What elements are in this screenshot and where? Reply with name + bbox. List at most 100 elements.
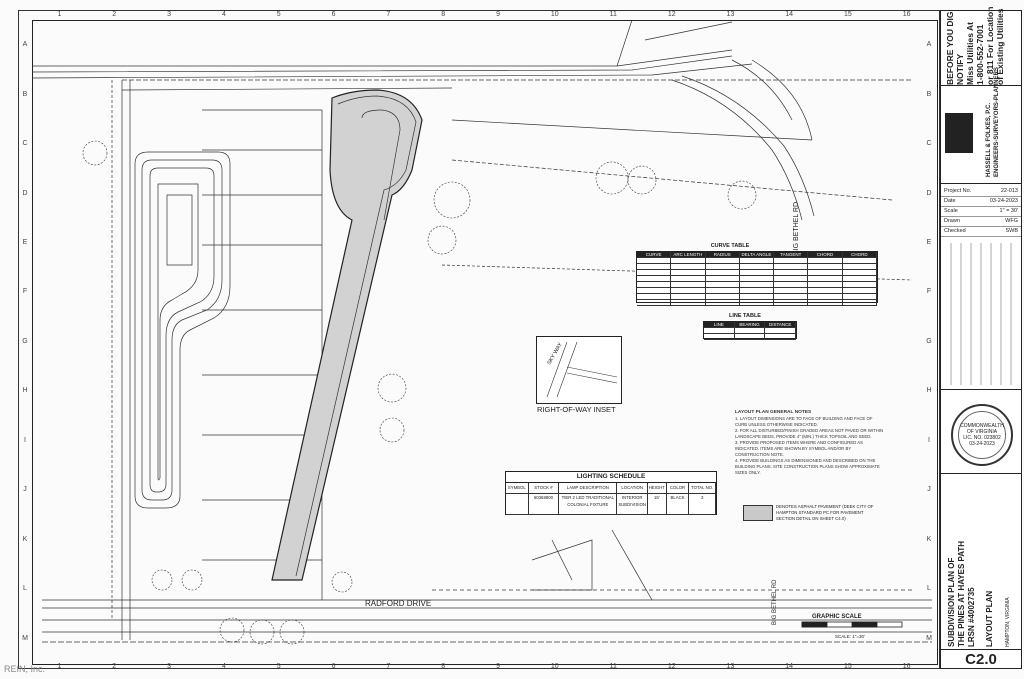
- meta-key: Date: [944, 198, 956, 204]
- column-number: 4: [221, 11, 226, 18]
- meta-value: 1" = 30': [999, 208, 1018, 214]
- meta-value: WFG: [1005, 218, 1018, 224]
- graphic-scale-text: SCALE: 1"=30': [835, 634, 865, 639]
- line-table-header-cell: DISTANCE: [765, 322, 797, 327]
- curve-table-cell: [808, 300, 843, 305]
- meta-row: Drawn WFG: [941, 217, 1021, 227]
- curve-table-cell: [706, 288, 740, 293]
- curve-table-row: [637, 258, 877, 264]
- plan-title-line: THE PINES AT HAYES PATH: [957, 540, 966, 647]
- curve-table-cell: [808, 270, 843, 275]
- curve-table-cell: [843, 270, 877, 275]
- big-bethel-rd-bottom-label: BIG BETHEL RD: [772, 579, 778, 625]
- curve-table-row: [637, 264, 877, 270]
- curve-table-row: [637, 276, 877, 282]
- row-letter: J: [23, 486, 27, 494]
- curve-table-cell: [808, 258, 843, 263]
- curve-table-cell: [706, 276, 740, 281]
- curve-table-cell: [706, 270, 740, 275]
- row-letter: C: [22, 140, 28, 148]
- curve-table-cell: [774, 282, 809, 287]
- firm-cell: HASSELL & FOLKES, P.C.ENGINEERS-SURVEYOR…: [941, 67, 1021, 184]
- row-letter: J: [927, 486, 931, 494]
- curve-table-cell: [740, 270, 775, 275]
- curve-table-cell: [740, 282, 775, 287]
- firm-logo: [945, 113, 973, 153]
- line-table-header-cell: BEARING: [735, 322, 766, 327]
- lighting-cell: INTERIOR SUBDIVISION: [617, 494, 648, 514]
- column-number: 1: [57, 663, 62, 670]
- seal-line: 03-24-2023: [969, 441, 995, 447]
- lighting-header-cell: COLOR: [667, 483, 690, 493]
- plan-title-line: LRSN #4002735: [967, 587, 976, 647]
- curve-table-cell: [740, 264, 775, 269]
- row-letter: B: [22, 90, 28, 98]
- column-number: 8: [441, 663, 446, 670]
- row-letter: E: [926, 239, 932, 247]
- curve-table-header-cell: CHORD BEARING: [843, 252, 877, 257]
- right-of-way-inset: SKY WAY: [536, 336, 622, 404]
- column-number: 12: [667, 663, 676, 670]
- column-number: 14: [785, 11, 794, 18]
- row-letter: M: [22, 634, 28, 642]
- miss-utility-line: Miss Utilities At: [965, 22, 975, 85]
- plan-title-line: SUBDIVISION PLAN OF: [947, 557, 956, 647]
- revisions-grid: [950, 243, 1012, 385]
- curve-table-cell: [637, 300, 672, 305]
- curve-table-cell: [774, 300, 809, 305]
- curve-table-cell: [774, 258, 809, 263]
- curve-table-cell: [808, 294, 843, 299]
- inset-drawing: [546, 341, 618, 398]
- curve-table-cell: [843, 258, 877, 263]
- column-number: 6: [331, 11, 336, 18]
- column-number: 11: [609, 11, 617, 18]
- column-number: 2: [112, 11, 117, 18]
- curve-table-cell: [706, 258, 740, 263]
- meta-value: 22-013: [1000, 188, 1018, 194]
- sheet-outer-border: [18, 10, 940, 669]
- firm-name: HASSELL & FOLKES, P.C.ENGINEERS-SURVEYOR…: [985, 67, 1001, 177]
- curve-table-cell: [843, 288, 877, 293]
- curve-table-cell: [808, 282, 843, 287]
- row-letter: F: [22, 288, 28, 296]
- column-number: 16: [902, 663, 911, 670]
- line-table-header-cell: LINE: [704, 322, 735, 327]
- curve-table-cell: [843, 300, 877, 305]
- row-inset-title: RIGHT-OF-WAY INSET: [537, 405, 616, 414]
- row-letter: L: [927, 585, 931, 593]
- curve-table-cell: [637, 288, 672, 293]
- lighting-cell: 60368800: [529, 494, 560, 514]
- row-letter: B: [926, 90, 932, 98]
- line-table-title: LINE TABLE: [729, 313, 761, 319]
- asphalt-legend-swatch: [743, 505, 773, 521]
- seal-line: LIC. NO. 023802: [963, 435, 1001, 441]
- curve-table-cell: [637, 294, 672, 299]
- line-table-row: [704, 334, 797, 340]
- row-letter: L: [23, 585, 27, 593]
- column-number: 2: [112, 663, 117, 670]
- curve-table-cell: [774, 270, 809, 275]
- curve-table-cell: [706, 282, 740, 287]
- row-letter: I: [928, 436, 930, 444]
- note-item: 1. LAYOUT DIMENSIONS ARE TO FACE OF BUIL…: [735, 416, 873, 427]
- curve-table-row: [637, 294, 877, 300]
- row-letter: F: [926, 288, 932, 296]
- column-number: 15: [843, 663, 852, 670]
- curve-table-cell: [740, 276, 775, 281]
- meta-key: Project No.: [944, 188, 972, 194]
- row-letter: D: [22, 189, 28, 197]
- meta-key: Drawn: [944, 218, 960, 224]
- site-plan-drawing: [32, 20, 932, 645]
- curve-table-cell: [774, 294, 809, 299]
- curve-table-cell: [774, 264, 809, 269]
- row-letter: E: [22, 239, 28, 247]
- curve-table-cell: [808, 276, 843, 281]
